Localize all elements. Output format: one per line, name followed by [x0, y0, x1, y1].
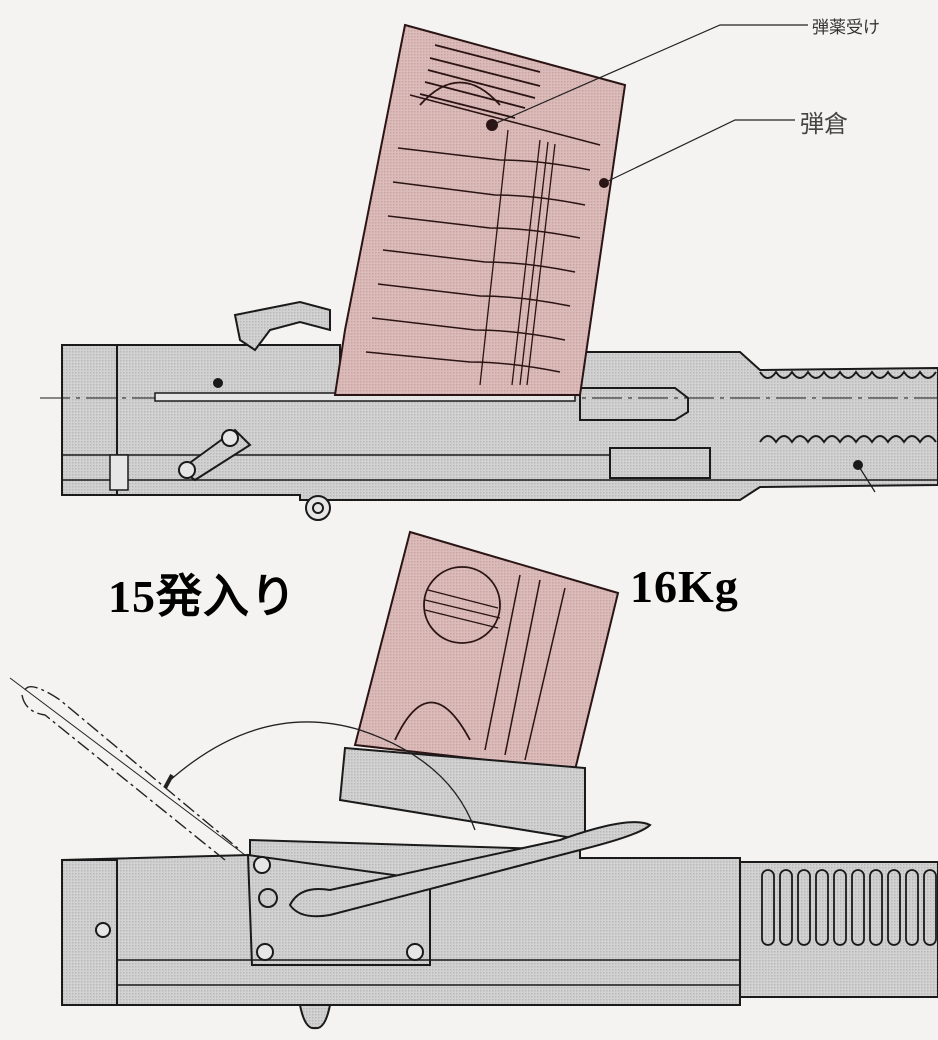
- leader-cartridge-guide: [491, 24, 808, 126]
- label-magazine: 弾倉: [800, 110, 848, 138]
- label-weight: 16Kg: [630, 561, 739, 612]
- lower-cocking-handle: [288, 821, 652, 918]
- upper-chamber: [579, 387, 689, 421]
- label-cartridge-guide: 弾薬受け: [812, 18, 880, 38]
- ghost-lever: [21, 686, 241, 861]
- lower-lug: [298, 1004, 332, 1030]
- upper-barrel-fins-bottom: [759, 435, 937, 444]
- upper-rear-housing: [61, 344, 118, 496]
- lower-view: [61, 530, 938, 1030]
- leader-lines: [491, 24, 808, 184]
- upper-barrel-fins-top: [759, 370, 937, 379]
- upper-spring: [109, 454, 129, 491]
- label-capacity: 15発入り: [108, 571, 297, 622]
- upper-view: [40, 300, 938, 521]
- lower-rear-screw: [95, 922, 111, 938]
- lower-barrel-fins: [761, 869, 937, 946]
- swing-arc: [167, 721, 476, 831]
- upper-magazine: [333, 23, 627, 396]
- upper-sling-swivel: [305, 495, 331, 521]
- leader-magazine: [603, 119, 795, 184]
- lever-swing-indicator: [9, 677, 476, 861]
- lower-magazine: [353, 530, 620, 772]
- upper-feed-lever: [233, 300, 331, 352]
- upper-slide: [609, 447, 711, 479]
